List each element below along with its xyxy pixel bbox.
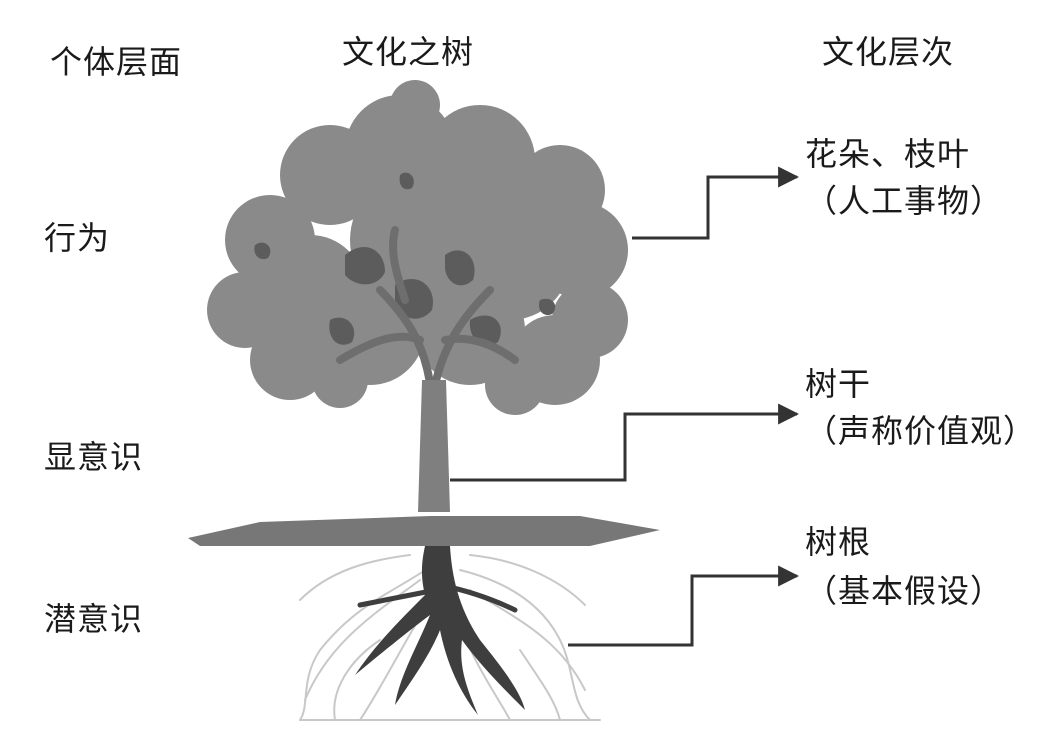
ground-plane <box>188 516 660 546</box>
main-roots <box>355 546 525 715</box>
flowers-connector-arrow <box>632 177 797 238</box>
trunk-connector-arrow <box>450 414 797 480</box>
roots-connector-arrow <box>568 576 797 645</box>
tree-trunk <box>418 380 450 512</box>
tree-canopy <box>207 80 628 415</box>
